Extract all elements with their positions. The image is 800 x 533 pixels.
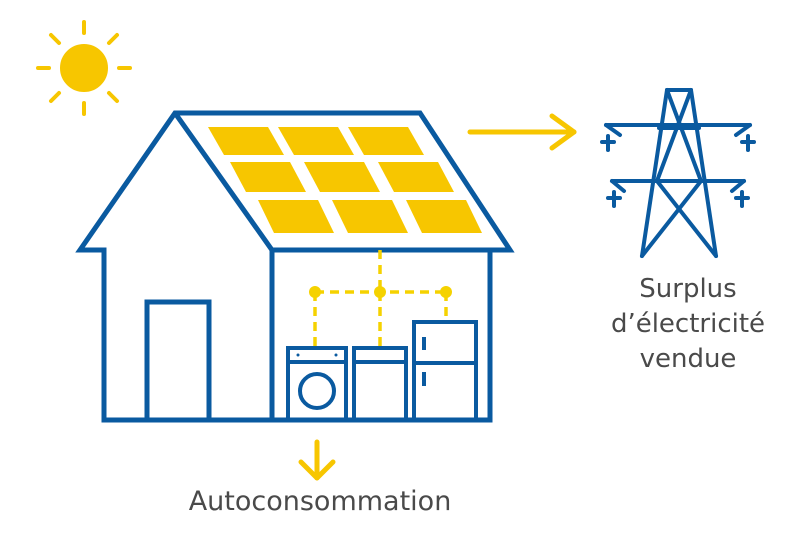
solar-panel bbox=[230, 162, 306, 192]
fridge-icon bbox=[412, 320, 478, 422]
surplus-label-line-3: vendue bbox=[639, 344, 737, 374]
appliance-icon bbox=[352, 346, 408, 422]
solar-panel bbox=[304, 162, 380, 192]
solar-panel bbox=[348, 127, 424, 155]
arrow-down-icon bbox=[298, 439, 336, 481]
sun-icon bbox=[36, 20, 132, 116]
power-pylon-icon bbox=[600, 88, 756, 258]
solar-panel bbox=[332, 200, 408, 233]
house-door bbox=[144, 299, 212, 423]
solar-panel bbox=[258, 200, 334, 233]
surplus-label-line-2: d’électricité bbox=[610, 309, 766, 339]
solar-panels bbox=[208, 127, 482, 233]
arrow-right-icon bbox=[467, 113, 577, 151]
solar-panel bbox=[378, 162, 454, 192]
solar-panel bbox=[278, 127, 354, 155]
solar-panel bbox=[406, 200, 482, 233]
wiring-nodes bbox=[309, 286, 452, 298]
surplus-label-line-1: Surplus bbox=[639, 274, 737, 304]
surplus-label: Surplus d’électricité vendue bbox=[588, 272, 788, 377]
solar-panel bbox=[208, 127, 284, 155]
house-outline bbox=[75, 110, 515, 423]
roof-inner-line bbox=[172, 111, 275, 420]
washing-machine-icon bbox=[286, 346, 348, 422]
autoconsommation-label: Autoconsommation bbox=[188, 486, 452, 517]
house-icon bbox=[75, 110, 515, 423]
wiring bbox=[313, 250, 448, 348]
